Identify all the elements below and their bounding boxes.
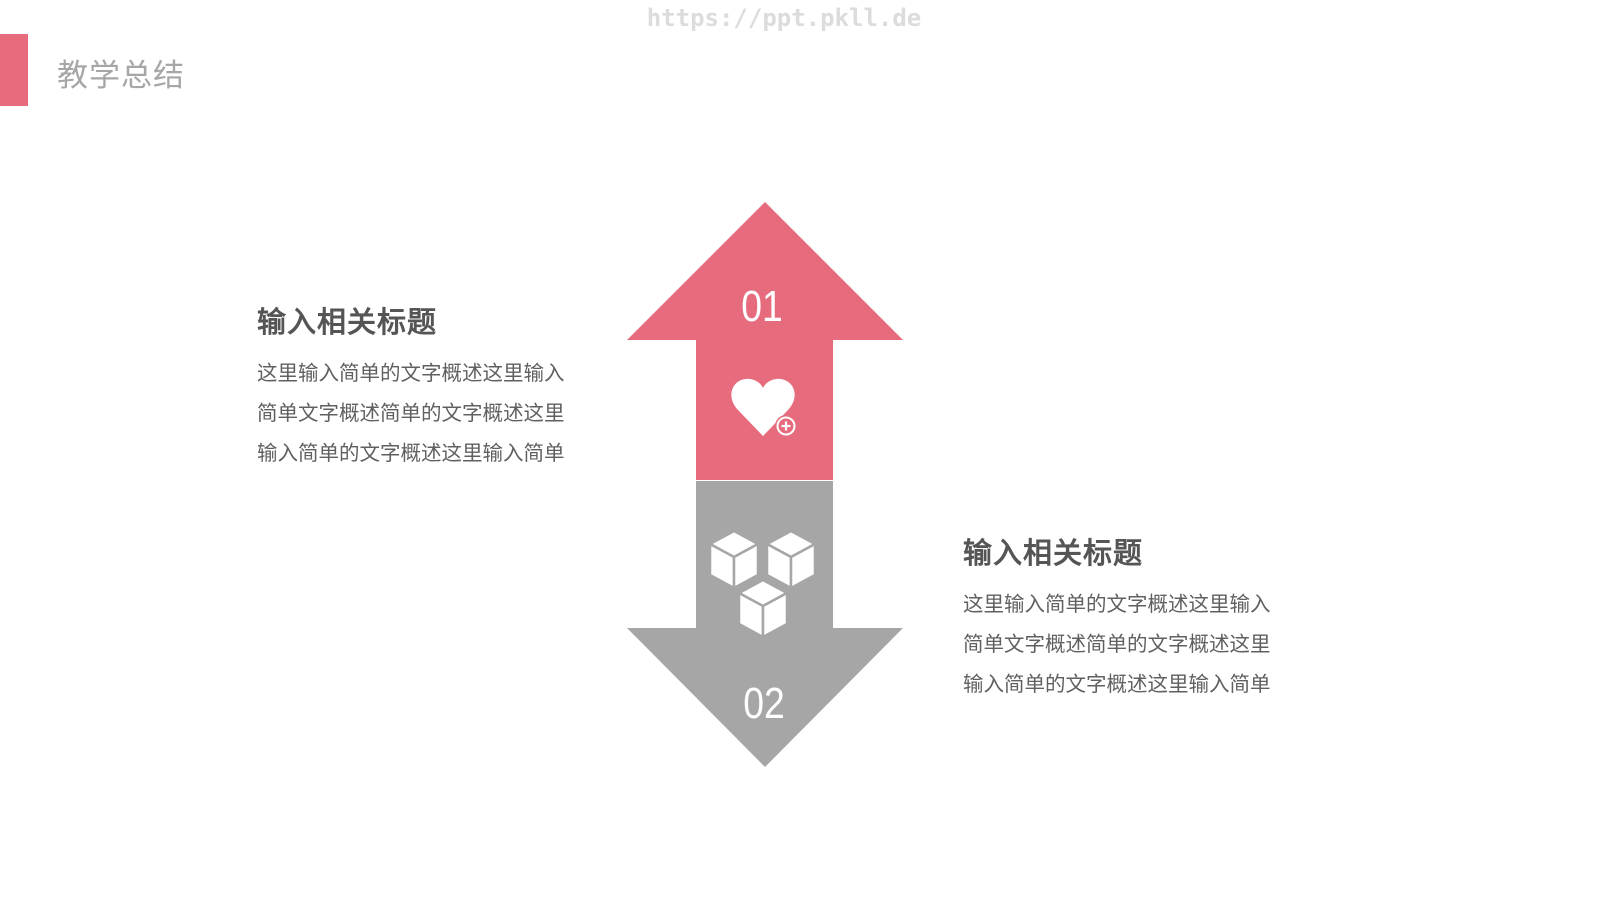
block-heading: 输入相关标题 — [963, 536, 1144, 570]
title-accent-bar — [0, 34, 28, 106]
block-text-line: 输入简单的文字概述这里输入简单 — [257, 441, 565, 465]
block-text-line: 简单文字概述简单的文字概述这里 — [257, 401, 565, 425]
text-block-2: 输入相关标题 这里输入简单的文字概述这里输入 简单文字概述简单的文字概述这里 输… — [963, 530, 1323, 704]
up-arrow-shape — [627, 202, 903, 480]
step-number-02: 02 — [743, 679, 785, 728]
block-text-line: 这里输入简单的文字概述这里输入 — [963, 592, 1271, 616]
block-text-line: 这里输入简单的文字概述这里输入 — [257, 361, 565, 385]
page-title: 教学总结 — [57, 58, 185, 94]
block-heading: 输入相关标题 — [257, 305, 438, 339]
block-text-line: 输入简单的文字概述这里输入简单 — [963, 672, 1271, 696]
step-number-01: 01 — [741, 282, 783, 331]
block-text-line: 简单文字概述简单的文字概述这里 — [963, 632, 1271, 656]
text-block-1: 输入相关标题 这里输入简单的文字概述这里输入 简单文字概述简单的文字概述这里 输… — [257, 299, 617, 473]
cubes-icon — [708, 529, 817, 639]
watermark-url: https://ppt.pkll.de — [646, 4, 922, 32]
heart-plus-icon — [731, 378, 797, 437]
